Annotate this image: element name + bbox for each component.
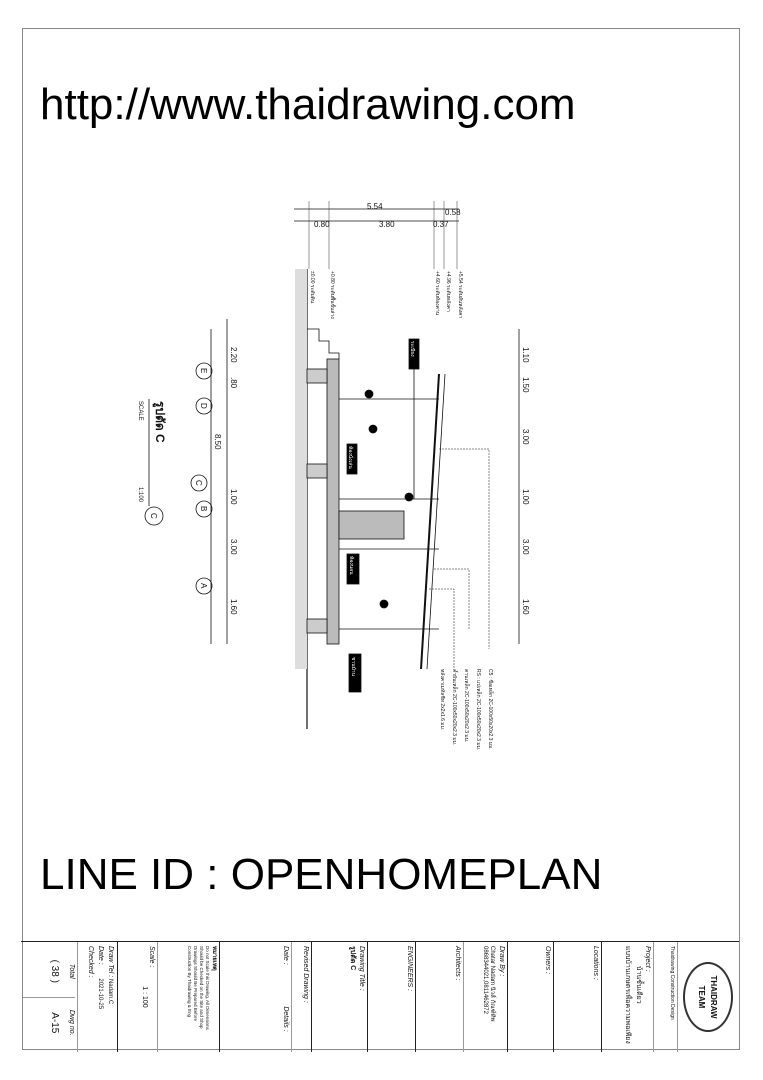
roof-line [420, 373, 440, 670]
drawing-title-label: Drawing Title : [358, 946, 365, 991]
revision-details-label: Details : [282, 1006, 289, 1032]
section-title: รูปตัด C [152, 401, 167, 443]
grid-label-d: D [199, 403, 208, 409]
total-label: Total [68, 963, 75, 979]
level-label: +4.96 ระดับหลังคา [445, 271, 451, 312]
spec-note: ค้ำยันเหล็ก 2C-100x50x20x2.3 มม. [451, 669, 460, 745]
watermark-url: http://www.thaidrawing.com [40, 80, 576, 129]
level-label: +5.54 ระดับสันหลังคา [457, 271, 463, 318]
engineers-label: ENGINEERS : [406, 946, 413, 992]
project-name: บ้านชั้นเดียว [635, 966, 642, 1004]
section-mark-circle [144, 506, 164, 526]
scale-label: Scale : [148, 946, 155, 968]
dim-text: 1.50 [521, 377, 530, 393]
dim-text: 1.60 [229, 599, 238, 615]
date-value: 2021-10-25 [97, 978, 103, 1010]
dim-text: 0.58 [445, 208, 461, 217]
dim-text: 1.00 [229, 489, 238, 505]
company-logo: THAIDRAW TEAM [683, 962, 733, 1032]
revision-date-label: Date : [282, 946, 289, 965]
project-label: Project : [644, 946, 651, 972]
dwg-no-value: A-15 [49, 1012, 60, 1034]
dim-text: 3.00 [229, 539, 238, 555]
section-drawing: 5.54 0.80 3.80 0.37 0.58 ±0.00 ระดับดิน … [137, 201, 530, 750]
floor-slab [326, 358, 340, 645]
grid-label-e: E [199, 368, 208, 373]
checked-label: Checked : [87, 946, 94, 978]
dwg-no-label: Dwg no. [68, 1009, 75, 1036]
grid-bubbles [190, 362, 213, 595]
title-block: THAIDRAW TEAM Thaidrawing Construction D… [21, 941, 739, 1052]
dim-text: 1.00 [521, 489, 530, 505]
dim-text: 3.00 [521, 429, 530, 445]
ground-hatch [295, 269, 307, 669]
dim-5-54: 5.54 [367, 202, 383, 211]
spec-note: RS : แปเหล็ก 2C-100x50x20x2.3 มม. [475, 669, 483, 750]
total-value: ( 38 ) [49, 959, 60, 983]
dim-text: 3.00 [521, 539, 530, 555]
note-line: Construction By Thaidrawing & Eng [187, 946, 192, 1017]
grid-label-b: B [199, 506, 208, 511]
phone-number: 0868344021,0811462872 [482, 946, 488, 1014]
dim-text: 1.10 [521, 347, 530, 363]
draw-tel-label: Draw Tel : [107, 946, 114, 978]
company-name: Thaidrawing Construction Design [669, 946, 675, 1020]
architects-label: Architects : [454, 946, 461, 981]
level-label: +0.80 ระดับพื้นชั้นล่าง [329, 271, 338, 319]
spec-note: หลังคาเมทัลชีท 2x2x1.6 มม. [439, 669, 446, 730]
project-row: Project : บ้านชั้นเดียว แบบบ้านเกษตรเพื่… [601, 942, 653, 1052]
note-line: Do not Scale this Drawing. All Dimension… [205, 946, 210, 1030]
drawing-title: รูปตัด C [349, 946, 356, 971]
dim-text: .80 [229, 377, 238, 389]
room-label: ระเบียง [409, 341, 416, 357]
scale-value: 1 : 100 [141, 986, 148, 1008]
note-heading: หมายเหตุ [211, 946, 217, 971]
room-label: ห้องนั่งเล่น [347, 446, 354, 469]
level-label: ±0.00 ระดับดิน [309, 271, 316, 304]
note-line: Drawings Should Be Prepared Before [193, 946, 198, 1022]
drawing-sheet: 5.54 0.80 3.80 0.37 0.58 ±0.00 ระดับดิน … [21, 28, 740, 1052]
dim-text: 0.80 [314, 220, 330, 229]
scale-label: SCALE [137, 401, 143, 421]
dim-text: 3.80 [379, 220, 395, 229]
locations-label: Locations : [592, 946, 599, 980]
owners-label: Owners : [544, 946, 551, 975]
room-label: ห้องนอน [348, 556, 355, 575]
company-row: Thaidrawing Construction Design [653, 942, 677, 1052]
level-label: +4.60 ระดับท้องคาน [434, 271, 441, 316]
grid-label-c: C [194, 480, 203, 486]
note-line: Should be Checked on the Site and Shop [199, 946, 204, 1029]
spec-note: คานเหล็ก 2C-100x50x20x2.3 มม. [463, 669, 471, 742]
door [338, 510, 405, 540]
draw-by-name: Chatar Nadam นิวส์ กัณฑ์ทิพ [489, 946, 495, 1022]
scale-value: 1:100 [137, 487, 143, 503]
room-label: ชานบ้าน [350, 657, 357, 677]
date-label: Date : [97, 946, 104, 965]
project-subtitle: แบบบ้านเกษตรเพื่อความพอเพียง [624, 946, 631, 1044]
dim-text: 0.37 [433, 220, 449, 229]
dim-text: 2.20 [229, 347, 238, 363]
dim-total: 8.50 [213, 434, 222, 450]
dim-text: 1.60 [521, 599, 530, 615]
spec-note: C5 : ขื่อเหล็ก 2C-100x50x20x2.3 มม. [487, 669, 495, 750]
grid-label-a: A [199, 583, 208, 589]
revised-label: Revised Drawing : [302, 946, 309, 1003]
draw-tel-value: Nadam.C [107, 978, 113, 1005]
draw-by-label: Draw By : [498, 946, 505, 977]
watermark-line-id: LINE ID : OPENHOMEPLAN [40, 850, 603, 899]
logo-row: THAIDRAW TEAM [677, 942, 739, 1052]
section-mark-label: C [149, 513, 158, 519]
